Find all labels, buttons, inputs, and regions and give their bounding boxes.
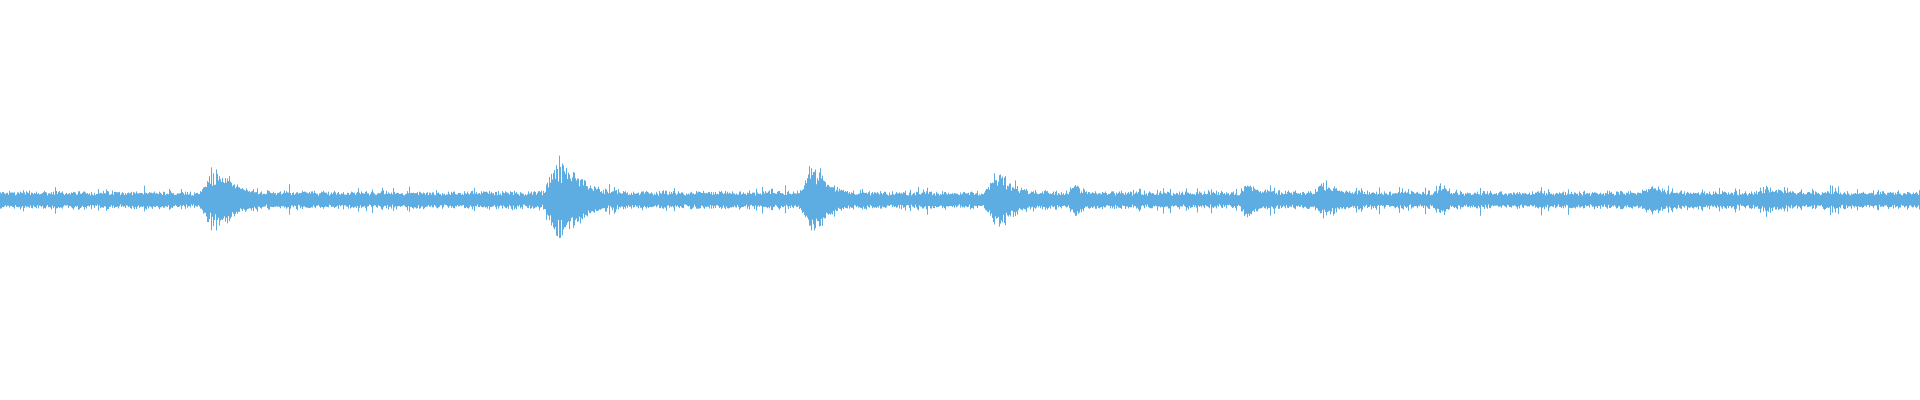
waveform-bars xyxy=(0,155,1920,238)
